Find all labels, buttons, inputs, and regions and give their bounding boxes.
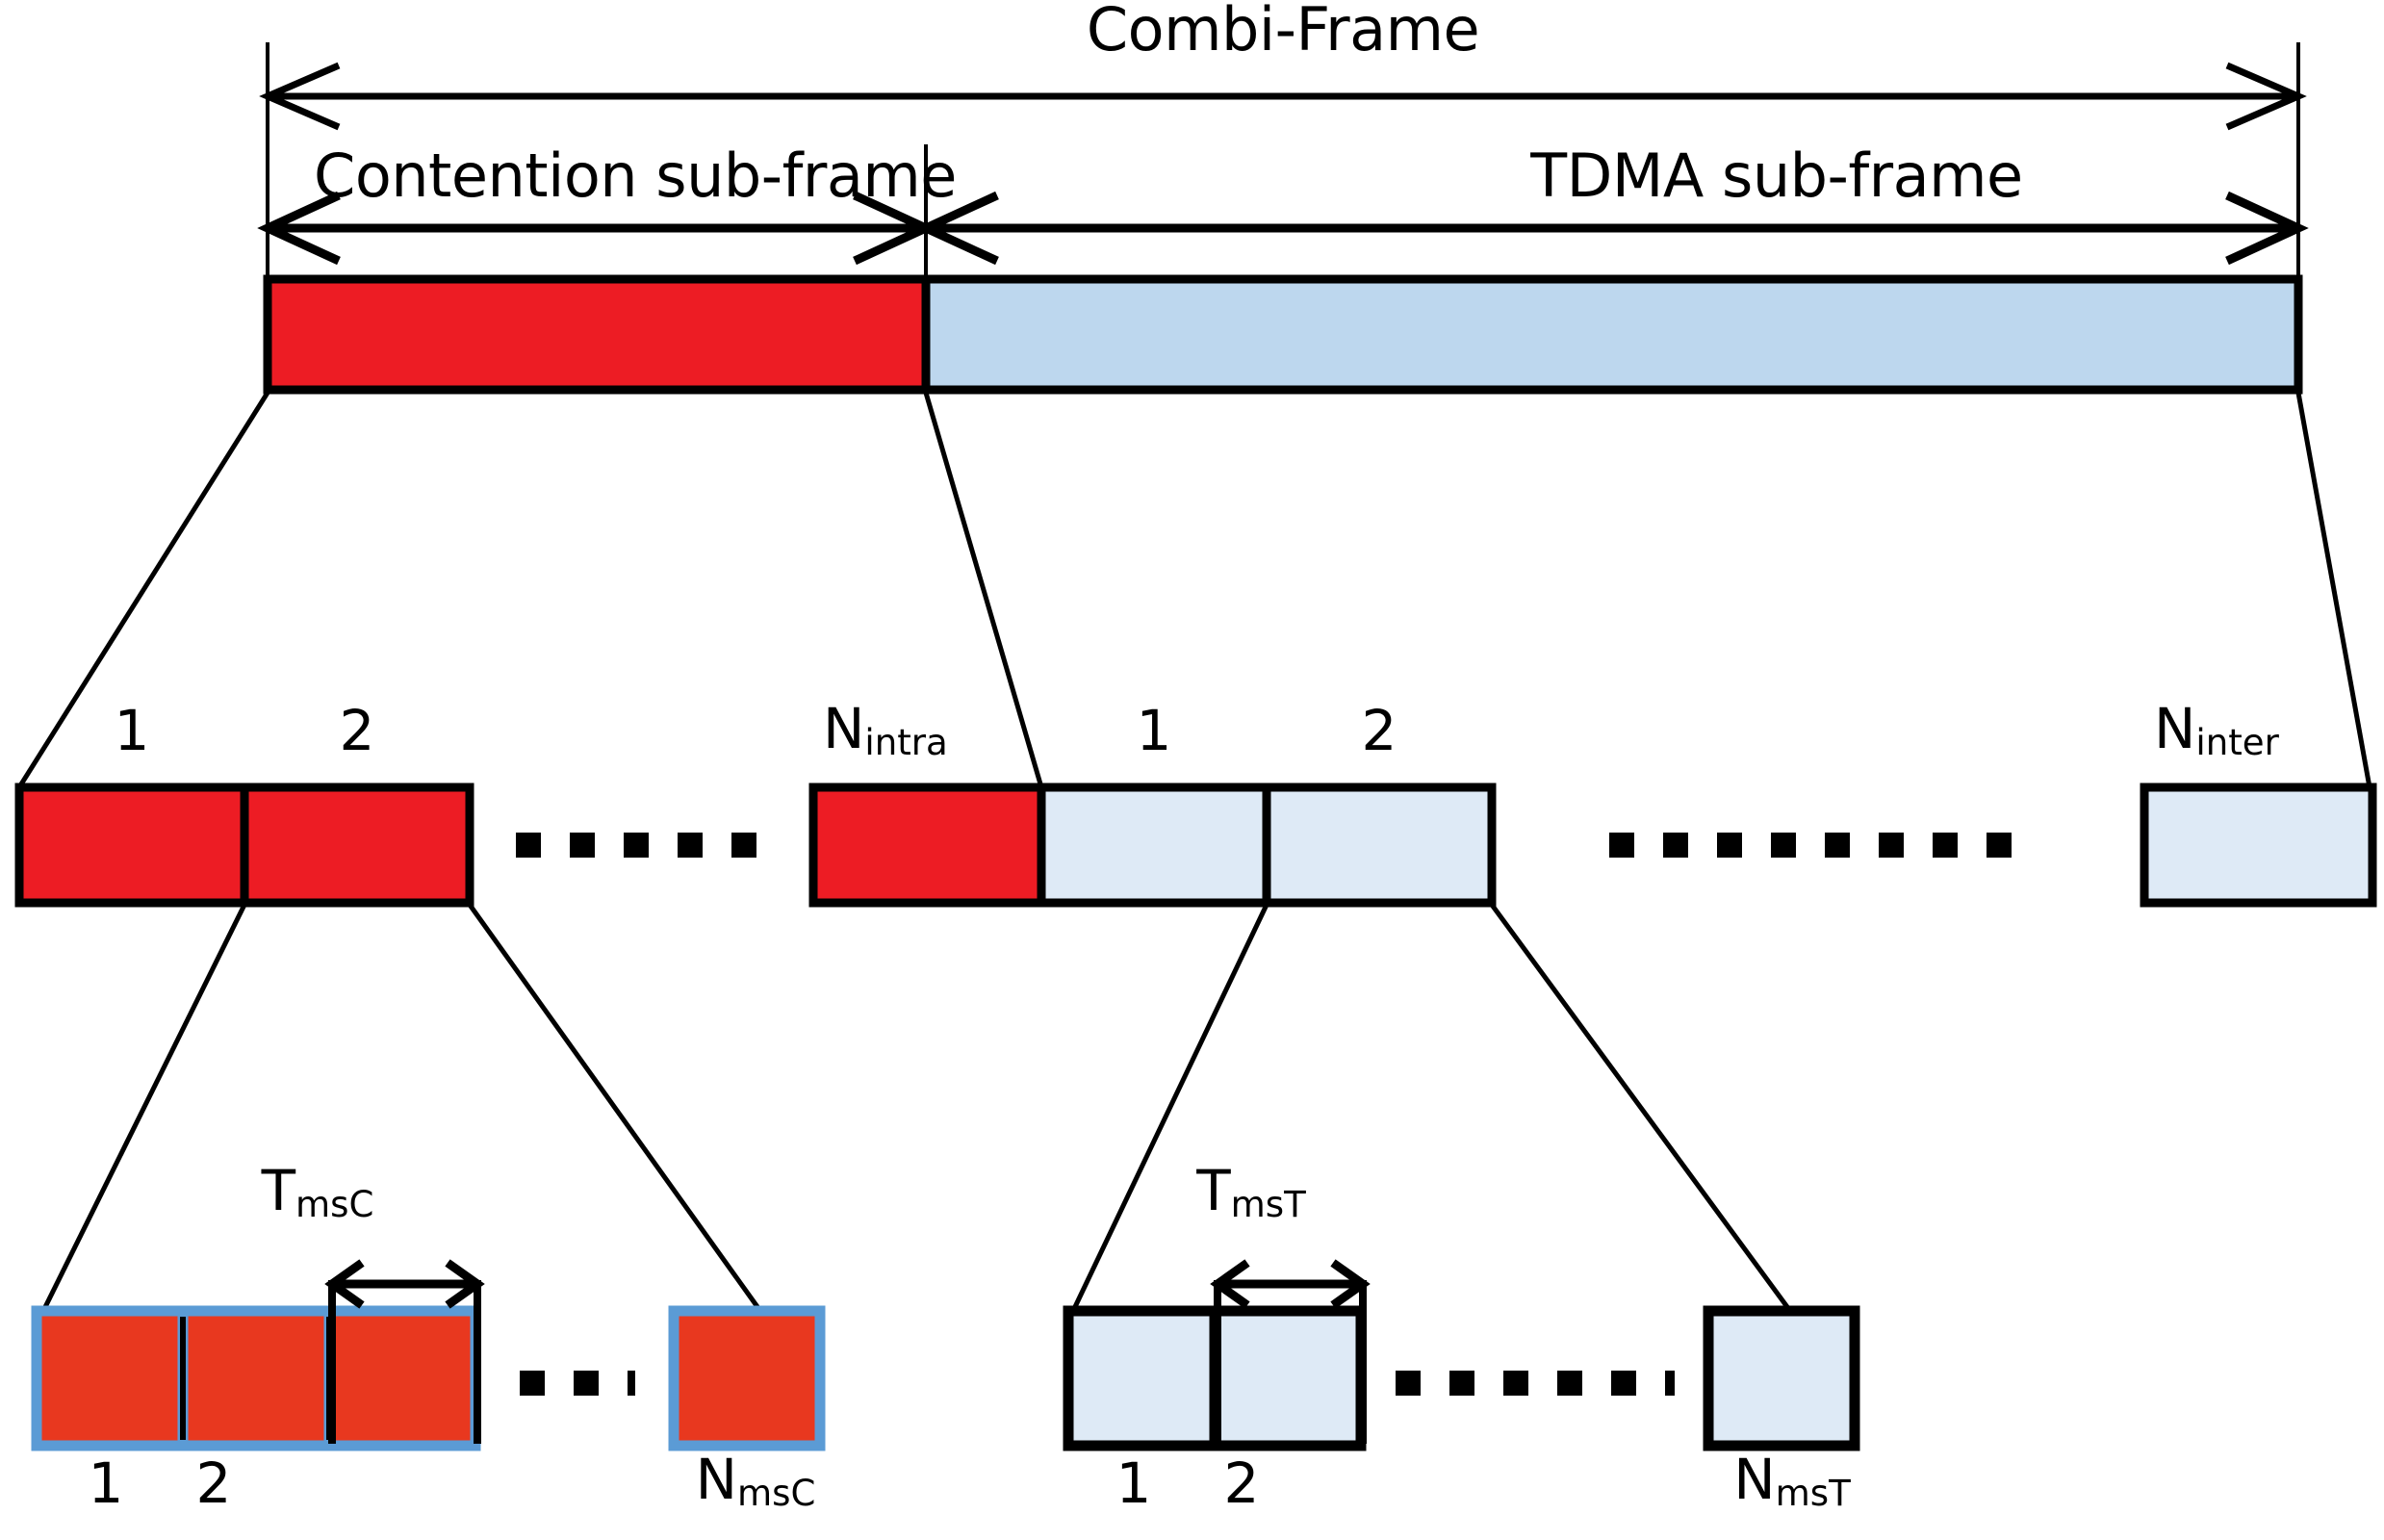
tdma-slot-row xyxy=(1037,783,1497,908)
mini-slot-c-last xyxy=(668,1305,826,1451)
t-mst-subscript: msT xyxy=(1230,1184,1306,1226)
arrowhead-right xyxy=(2225,191,2309,266)
tdma-slot-1-label: 1 xyxy=(1136,698,1172,763)
connector-msT-right xyxy=(1489,903,1793,1313)
expansion-connectors-level1 xyxy=(16,391,2372,789)
tdma-slot-2 xyxy=(1262,783,1497,908)
contention-slot-2-label: 2 xyxy=(339,698,375,763)
t-mst-dimension xyxy=(1214,1280,1367,1444)
contention-slot-row xyxy=(14,783,474,908)
t-msc-arrow xyxy=(324,1259,485,1309)
contention-subframe-block xyxy=(263,274,931,395)
connector-msT-left xyxy=(1070,903,1269,1313)
arrowhead-left xyxy=(259,62,341,131)
contention-slot-2 xyxy=(240,783,474,908)
mini-slot-c-2-label: 2 xyxy=(195,1450,232,1516)
t-mst-arrow xyxy=(1210,1259,1371,1309)
tdma-slot-2-label: 2 xyxy=(1361,698,1397,763)
n-mst-label: NmsT xyxy=(1733,1451,1851,1511)
contention-subframe-label: Contention sub-frame xyxy=(314,141,957,211)
tdma-dimension-arrow xyxy=(915,191,2309,266)
top-extension-lines xyxy=(266,42,2300,279)
n-intra-label: Nintra xyxy=(823,701,948,760)
n-msc-base: N xyxy=(695,1447,737,1512)
t-msc-dimension xyxy=(328,1280,481,1444)
t-msc-subscript: msC xyxy=(295,1184,374,1226)
t-msc-base: T xyxy=(261,1158,296,1223)
t-mst-base: T xyxy=(1196,1158,1231,1223)
connector-msC-right xyxy=(467,903,763,1313)
n-intra-base: N xyxy=(823,696,865,761)
contention-slot-n-intra xyxy=(808,783,1046,908)
n-msc-subscript: msC xyxy=(736,1473,816,1515)
combi-frame-dimension-arrow xyxy=(259,62,2307,131)
combi-frame-title: Combi-Frame xyxy=(1086,0,1480,64)
mini-slot-t-2 xyxy=(1209,1305,1367,1451)
mini-slot-t-1 xyxy=(1063,1305,1220,1451)
t-msc-label: TmsC xyxy=(262,1163,374,1222)
n-msc-label: NmsC xyxy=(696,1451,816,1511)
arrowhead-left xyxy=(257,191,341,266)
mini-slot-c-3 xyxy=(323,1305,481,1451)
mini-slot-c-2 xyxy=(177,1305,335,1451)
connector-contention-right xyxy=(923,392,1044,788)
connector-msC-left xyxy=(40,903,247,1313)
expansion-connectors-level2 xyxy=(40,903,1793,1313)
n-inter-base: N xyxy=(2154,696,2196,761)
arrowhead-left xyxy=(915,191,999,266)
n-inter-subscript: inter xyxy=(2195,722,2279,764)
connector-contention-left xyxy=(16,391,270,789)
n-mst-base: N xyxy=(1733,1447,1776,1512)
n-intra-slot-group xyxy=(808,783,1046,908)
mini-slot-row-contention xyxy=(31,1305,826,1451)
mini-slot-t-2-label: 2 xyxy=(1223,1450,1260,1516)
mini-slot-t-1-label: 1 xyxy=(1115,1450,1152,1516)
n-mst-subscript: msT xyxy=(1775,1473,1851,1515)
tdma-slot-n-inter xyxy=(2140,783,2377,908)
mini-slot-t-last xyxy=(1703,1305,1860,1451)
n-inter-label: Ninter xyxy=(2154,701,2279,760)
n-intra-subscript: intra xyxy=(864,722,948,764)
tdma-subframe-label: TDMA sub-frame xyxy=(1530,141,2023,211)
contention-slot-1-label: 1 xyxy=(114,698,150,763)
tdma-slot-1 xyxy=(1037,783,1271,908)
arrowhead-right xyxy=(2225,62,2307,131)
mini-slot-c-1 xyxy=(31,1305,189,1451)
combi-frame-bar xyxy=(263,274,2303,395)
n-inter-slot-group xyxy=(2140,783,2377,908)
mini-slot-c-1-label: 1 xyxy=(88,1450,124,1516)
connector-tdma-right xyxy=(2295,392,2372,788)
tdma-subframe-block xyxy=(921,274,2303,395)
contention-slot-1 xyxy=(14,783,249,908)
t-mst-label: TmsT xyxy=(1196,1163,1306,1222)
